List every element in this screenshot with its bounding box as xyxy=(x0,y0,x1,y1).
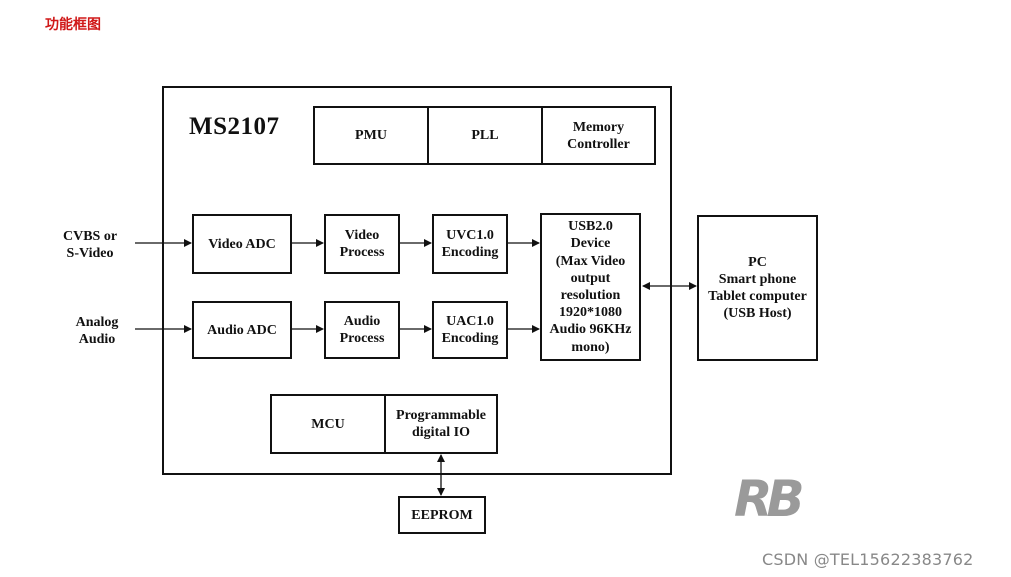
audio-process-block: Audio Process xyxy=(324,301,400,359)
uvc-encoding-block: UVC1.0 Encoding xyxy=(432,214,508,274)
pll-block: PLL xyxy=(427,106,543,165)
chip-name: MS2107 xyxy=(189,113,280,140)
video-adc-block: Video ADC xyxy=(192,214,292,274)
uac-encoding-block: UAC1.0 Encoding xyxy=(432,301,508,359)
audio-adc-block: Audio ADC xyxy=(192,301,292,359)
memory-controller-block: Memory Controller xyxy=(541,106,656,165)
pmu-block: PMU xyxy=(313,106,429,165)
page-title: 功能框图 xyxy=(45,17,101,33)
cvbs-input-label: CVBS or S-Video xyxy=(62,229,118,261)
usb-device-block: USB2.0 Device (Max Video output resoluti… xyxy=(540,213,641,361)
eeprom-block: EEPROM xyxy=(398,496,486,534)
video-process-block: Video Process xyxy=(324,214,400,274)
usb-host-block: PC Smart phone Tablet computer (USB Host… xyxy=(697,215,818,361)
rb-logo-watermark: RB xyxy=(734,470,805,528)
analog-audio-input-label: Analog Audio xyxy=(75,315,119,347)
csdn-credit: CSDN @TEL15622383762 xyxy=(762,550,974,569)
mcu-block: MCU xyxy=(270,394,386,454)
ms2107-chip-boundary xyxy=(162,86,672,475)
programmable-io-block: Programmable digital IO xyxy=(384,394,498,454)
